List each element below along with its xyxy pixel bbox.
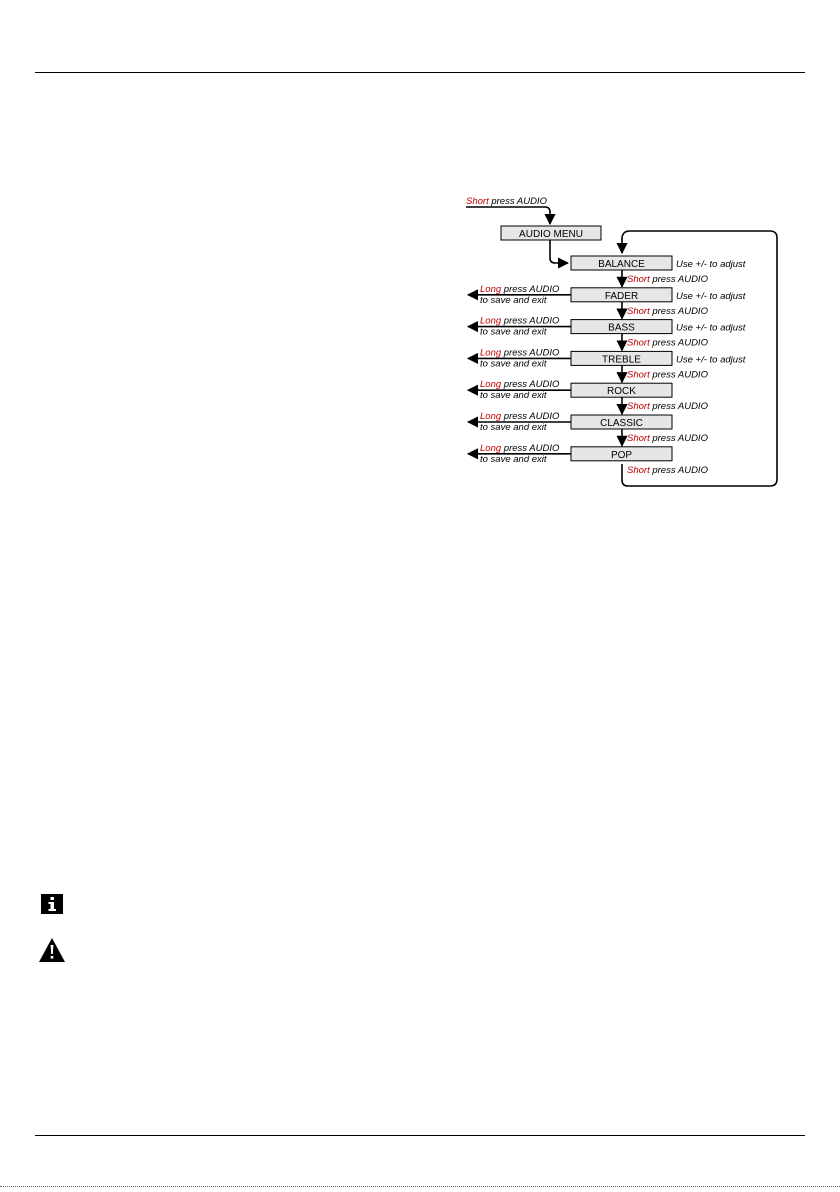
rock-step-note: Short press AUDIO [627, 401, 709, 412]
bass-label: BASS [608, 323, 635, 334]
audio-menu-label: AUDIO MENU [519, 229, 583, 240]
menu-to-balance-arrow [549, 240, 570, 269]
bass-adjust-note: Use +/- to adjust [676, 323, 746, 334]
footer-rule [35, 1135, 805, 1136]
treble-exit-note-line2: to save and exit [480, 358, 547, 369]
balance-step-note: Short press AUDIO [627, 274, 709, 285]
pop-exit-note-line2: to save and exit [480, 454, 547, 465]
treble-step-note: Short press AUDIO [627, 369, 709, 380]
classic-label: CLASSIC [600, 418, 643, 429]
fader-label: FADER [605, 291, 638, 302]
entry-label: Short press AUDIO [466, 196, 548, 207]
treble-adjust-note: Use +/- to adjust [676, 354, 746, 365]
treble-label: TREBLE [602, 354, 641, 365]
header-rule [35, 72, 805, 73]
page-edge [0, 1186, 840, 1187]
balance-adjust-note: Use +/- to adjust [676, 259, 746, 270]
rock-exit-note-line2: to save and exit [480, 390, 547, 401]
rock-exit-note: Long press AUDIO [480, 379, 560, 390]
warning-icon [39, 938, 65, 962]
balance-label: BALANCE [598, 259, 645, 270]
pop-exit-note: Long press AUDIO [480, 443, 560, 454]
fader-step-note: Short press AUDIO [627, 306, 709, 317]
bass-step-note: Short press AUDIO [627, 338, 709, 349]
classic-exit-note-line2: to save and exit [480, 422, 547, 433]
loop-back-arrow [616, 230, 778, 487]
fader-exit-note: Long press AUDIO [480, 284, 560, 295]
pop-label: POP [611, 450, 632, 461]
treble-exit-note: Long press AUDIO [480, 347, 560, 358]
classic-exit-note: Long press AUDIO [480, 411, 560, 422]
bass-exit-note: Long press AUDIO [480, 316, 560, 327]
fader-exit-note-line2: to save and exit [480, 295, 547, 306]
audio-menu-box [500, 225, 602, 241]
final-step-note: Short press AUDIO [627, 465, 709, 476]
fader-adjust-note: Use +/- to adjust [676, 291, 746, 302]
entry-arrow [466, 206, 556, 226]
bass-exit-note-line2: to save and exit [480, 327, 547, 338]
rock-label: ROCK [607, 386, 636, 397]
info-icon [41, 894, 63, 914]
classic-step-note: Short press AUDIO [627, 433, 709, 444]
